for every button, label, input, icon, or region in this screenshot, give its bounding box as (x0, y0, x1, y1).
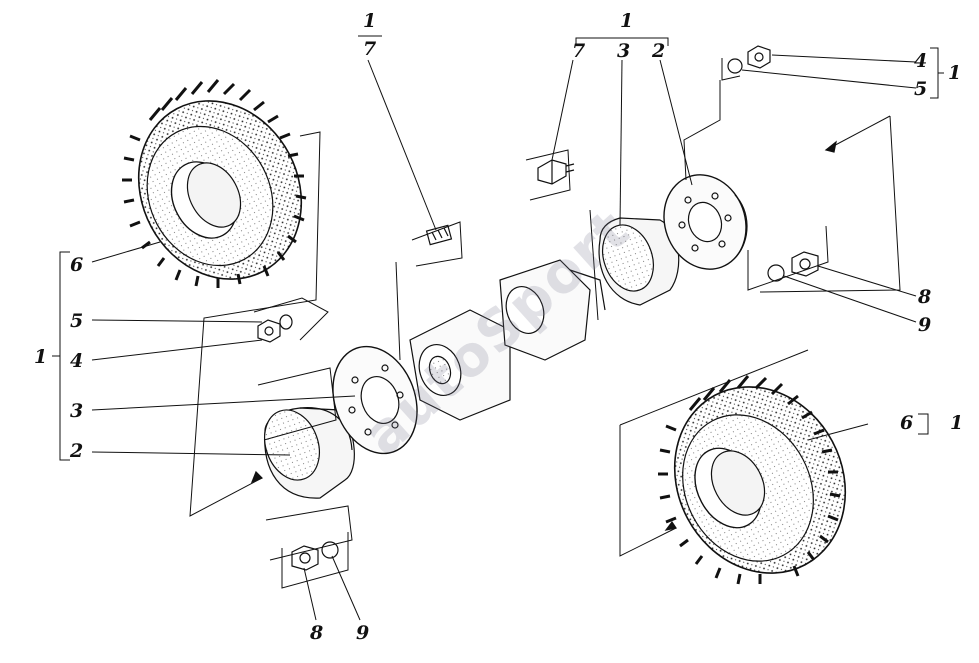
nut-washer-bottom (291, 541, 339, 571)
label-right-8: 8 (918, 286, 932, 308)
label-right-4: 4 (914, 50, 928, 72)
bolt-left (425, 224, 453, 246)
label-bottom-9: 9 (356, 622, 370, 644)
label-top-right-2: 2 (652, 40, 666, 62)
hub-assembly (409, 259, 606, 421)
left-tire (122, 79, 307, 288)
nut-washer-right-mid (767, 251, 819, 282)
label-left-group-1: 1 (34, 346, 48, 368)
right-rim (598, 217, 680, 306)
arrow-right-tire (664, 520, 677, 531)
right-disc (663, 174, 748, 270)
arrow-left-rim (250, 470, 264, 484)
label-right-tire-1: 1 (950, 412, 964, 434)
label-right-group-1: 1 (948, 62, 962, 84)
leader-lines (52, 35, 944, 621)
right-tire (658, 375, 847, 585)
label-top-right-3: 3 (617, 40, 631, 62)
label-bottom-8: 8 (310, 622, 324, 644)
left-rim (264, 407, 355, 499)
label-right-5: 5 (914, 78, 928, 100)
arrow-right-top (824, 140, 837, 153)
label-left-3: 3 (70, 400, 84, 422)
label-top-right-1: 1 (620, 10, 634, 32)
label-left-6: 6 (70, 254, 84, 276)
label-top-left-1: 1 (363, 10, 377, 32)
label-left-2: 2 (70, 440, 84, 462)
nut-washer-right-top (727, 45, 771, 74)
label-left-4: 4 (70, 350, 84, 372)
label-right-6: 6 (900, 412, 914, 434)
label-top-right-7: 7 (572, 40, 586, 62)
nut-washer-left-top (257, 314, 293, 343)
label-left-5: 5 (70, 310, 84, 332)
left-disc (332, 345, 418, 455)
label-top-left-7: 7 (363, 38, 377, 60)
label-right-9: 9 (918, 314, 932, 336)
